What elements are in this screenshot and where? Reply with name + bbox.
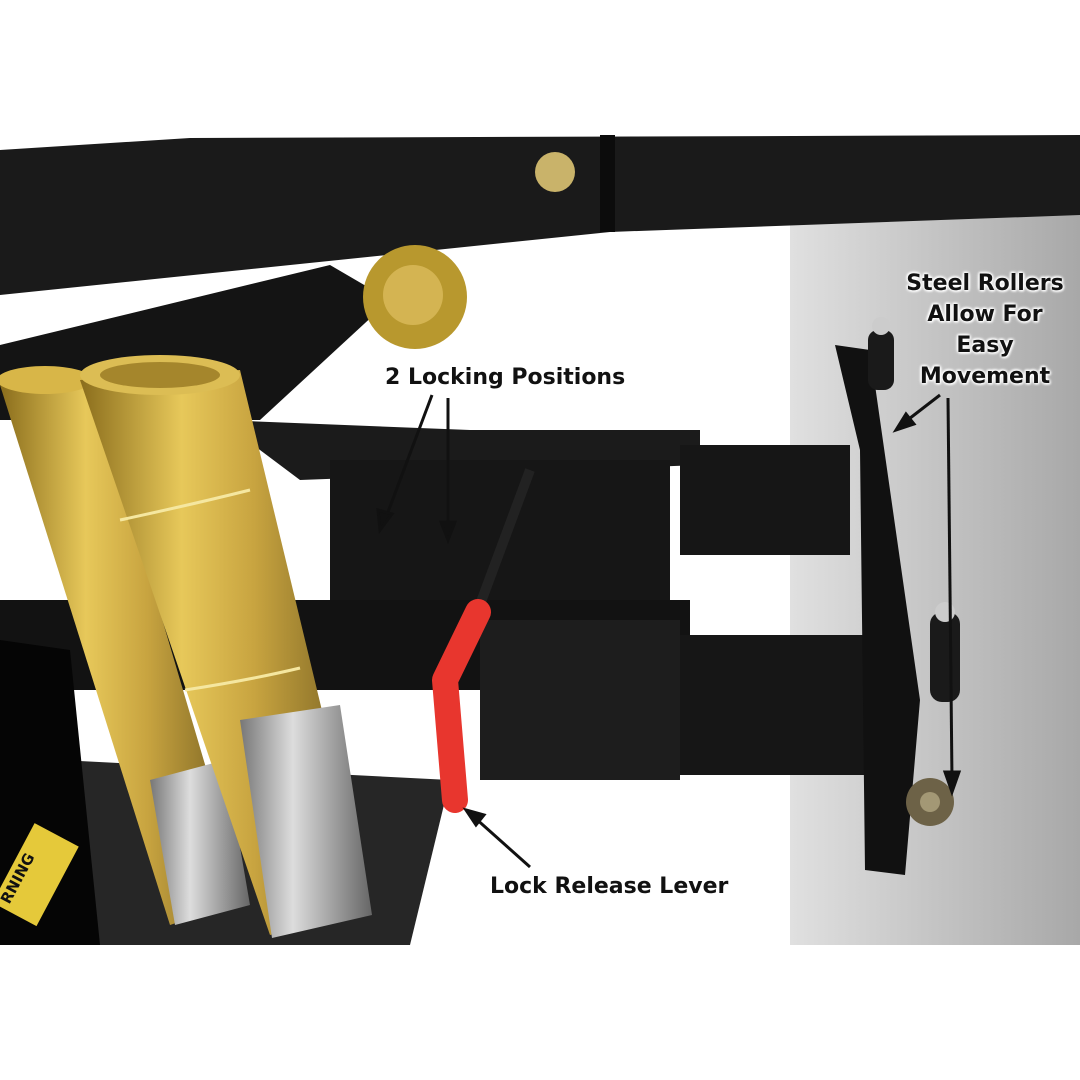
lever-rod xyxy=(473,468,535,612)
annotation-locking-positions: 2 Locking Positions xyxy=(385,365,626,390)
end-plate xyxy=(835,345,920,875)
rail-upper xyxy=(680,445,850,555)
annotation-line: Movement xyxy=(919,364,1051,389)
annotation-line: Allow For xyxy=(927,302,1043,327)
bolt-head xyxy=(535,152,575,192)
lock-housing xyxy=(330,460,670,610)
roller-bottom xyxy=(930,612,960,702)
lock-release-lever[interactable] xyxy=(432,599,491,813)
annotation-steel-rollers: Steel Rollers Allow For Easy Movement xyxy=(895,268,1075,392)
annotation-line: Easy xyxy=(956,333,1014,358)
annotation-lock-release-lever: Lock Release Lever xyxy=(490,874,729,899)
annotation-arrows xyxy=(376,393,962,869)
annotation-line: Steel Rollers xyxy=(906,271,1064,296)
rail-lower xyxy=(680,635,870,775)
top-beam xyxy=(0,135,1080,295)
roller-top xyxy=(868,330,894,390)
cylinder-right xyxy=(80,355,372,938)
warning-sticker xyxy=(0,823,79,927)
